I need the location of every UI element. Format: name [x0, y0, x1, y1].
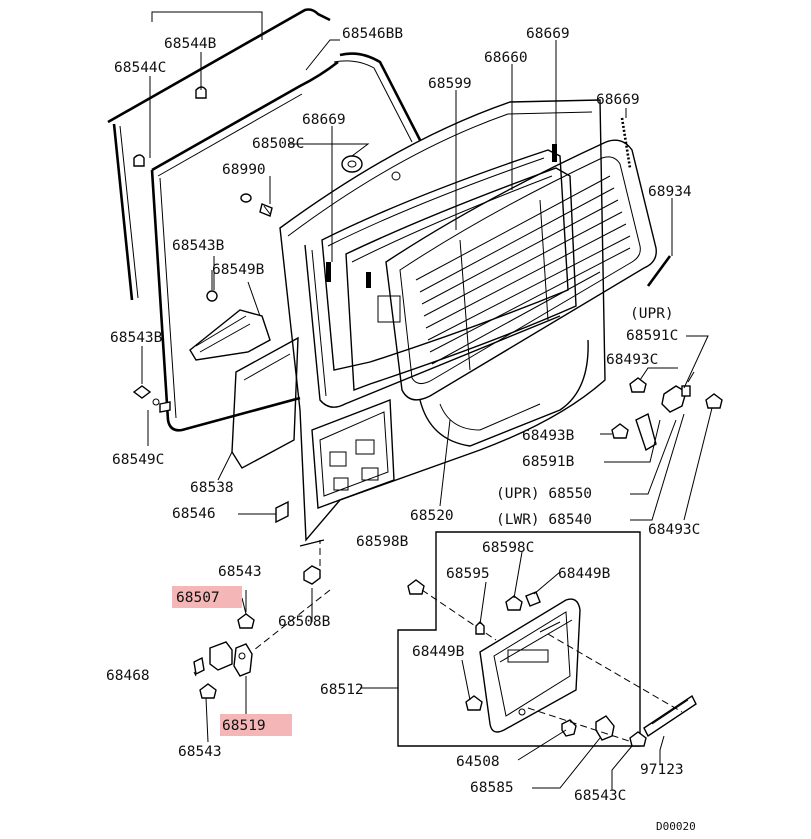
highlight-68519 [220, 714, 292, 736]
plug-68990 [240, 193, 252, 203]
plug-68508b [303, 540, 321, 585]
plate-68468 [193, 656, 205, 676]
label-68493b[interactable]: 68493B [522, 428, 575, 444]
emblem-97123 [643, 694, 697, 738]
label-68538[interactable]: 68538 [190, 480, 234, 496]
label-68598b[interactable]: 68598B [356, 534, 409, 550]
label-68508b[interactable]: 68508B [278, 614, 331, 630]
diagram-code: D00020 [656, 820, 696, 833]
bolt-68543b-lower [132, 385, 160, 406]
bolt-68543-lower [199, 683, 217, 699]
label-68660[interactable]: 68660 [484, 50, 528, 66]
label-68508c[interactable]: 68508C [252, 136, 304, 152]
label-68990[interactable]: 68990 [222, 162, 266, 178]
label-68549b[interactable]: 68549B [212, 262, 265, 278]
label-68591b[interactable]: 68591B [522, 454, 575, 470]
label-68934[interactable]: 68934 [648, 184, 692, 200]
label-68543b-left[interactable]: 68543B [110, 330, 163, 346]
bushing-68585 [595, 715, 615, 741]
grommet-68546 [275, 500, 289, 524]
latch-68507 [209, 641, 233, 671]
label-68543-bottom[interactable]: 68543 [178, 744, 222, 760]
bracket-68549b [189, 309, 271, 361]
tailgate-panel [279, 99, 606, 547]
clip-68508c [259, 203, 273, 217]
clip-68544c [133, 154, 145, 167]
cover-68538 [231, 336, 299, 469]
striker-68519 [233, 643, 253, 718]
bolt-68543-upper [237, 590, 255, 629]
label-68544b[interactable]: 68544B [164, 36, 217, 52]
bolt-68543b [206, 270, 218, 302]
bolt-68493c-a [629, 377, 647, 393]
label-68512[interactable]: 68512 [320, 682, 364, 698]
label-68507[interactable]: 68507 [176, 590, 220, 606]
grommet-68546bb [341, 155, 363, 173]
clip-68449b-upper [525, 591, 541, 607]
label-68595[interactable]: 68595 [446, 566, 490, 582]
part-labels: 68544B 68544C 68546BB 68669 68660 68599 … [106, 26, 700, 833]
weatherstrip-frame [107, 8, 422, 432]
label-68669-top[interactable]: 68669 [526, 26, 570, 42]
label-lwr-68540[interactable]: (LWR) 68540 [496, 512, 592, 528]
spring-68669-left [326, 262, 331, 280]
spacer-68591c [681, 385, 691, 397]
strip-68934 [646, 255, 672, 287]
label-68669-mid[interactable]: 68669 [302, 112, 346, 128]
bolt-68493b [611, 423, 629, 439]
cap-64508 [561, 719, 577, 737]
label-68543b[interactable]: 68543B [172, 238, 225, 254]
trim-panel-68512 [479, 598, 581, 733]
spring-68669-right [620, 117, 632, 169]
label-68546[interactable]: 68546 [172, 506, 216, 522]
label-68468[interactable]: 68468 [106, 668, 150, 684]
label-68493c-right[interactable]: 68493C [648, 522, 700, 538]
window-glass-front [385, 139, 657, 401]
label-97123[interactable]: 97123 [640, 762, 684, 778]
clip-68544b [195, 76, 207, 99]
label-upr-1[interactable]: (UPR) [630, 306, 674, 322]
label-68585[interactable]: 68585 [470, 780, 514, 796]
bolt-68598b [407, 579, 497, 641]
label-68543c[interactable]: 68543C [574, 788, 626, 804]
clip-68449b-lower [465, 695, 483, 711]
trim-assembly-box [397, 531, 641, 747]
label-68449b[interactable]: 68449B [558, 566, 611, 582]
label-68519[interactable]: 68519 [222, 718, 266, 734]
label-68543-top[interactable]: 68543 [218, 564, 262, 580]
label-68546bb[interactable]: 68546BB [342, 26, 403, 42]
clip-68598c [505, 595, 523, 611]
hinge-68550 [635, 371, 695, 452]
label-68549c[interactable]: 68549C [112, 452, 164, 468]
label-68591c[interactable]: 68591C [626, 328, 678, 344]
label-64508[interactable]: 64508 [456, 754, 500, 770]
leader-lines [141, 11, 713, 790]
bolt-68493c-b [705, 393, 723, 409]
label-68669-right[interactable]: 68669 [596, 92, 640, 108]
label-68544c[interactable]: 68544C [114, 60, 166, 76]
label-68449b-lower[interactable]: 68449B [412, 644, 465, 660]
label-68520[interactable]: 68520 [410, 508, 454, 524]
label-68599[interactable]: 68599 [428, 76, 472, 92]
molding-68660 [345, 144, 577, 391]
highlight-68507 [172, 586, 242, 608]
clip-68549c [159, 401, 171, 413]
screw-68543c [629, 731, 647, 747]
label-68598c[interactable]: 68598C [482, 540, 534, 556]
label-68493c[interactable]: 68493C [606, 352, 658, 368]
label-upr-68550[interactable]: (UPR) 68550 [496, 486, 592, 502]
screw-68595 [475, 621, 485, 635]
